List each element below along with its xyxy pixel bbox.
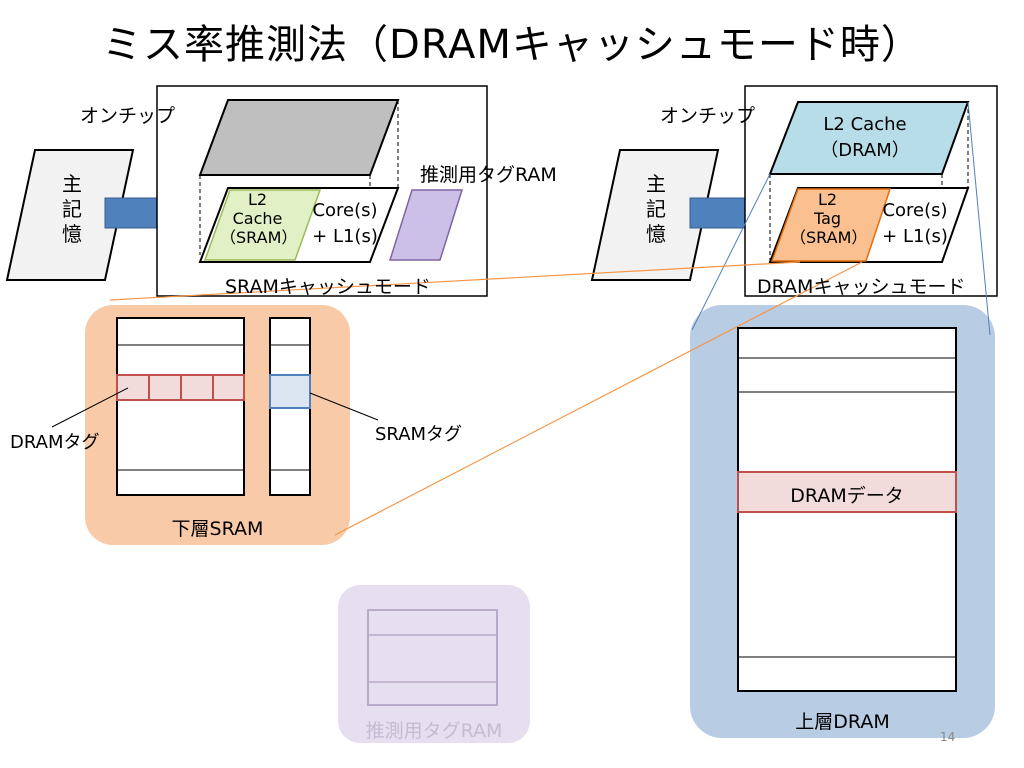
sram-cache-mode-label: SRAMキャッシュモード	[225, 276, 431, 298]
left-l2-cache-line-3: （SRAM）	[220, 228, 298, 247]
upper-dram-caption: 上層DRAM	[795, 711, 890, 733]
left-main-memory-char-2: 記	[62, 197, 82, 221]
lower-sram-caption: 下層SRAM	[171, 518, 264, 540]
left-bus-connector	[104, 197, 158, 229]
sram-tag-label: SRAMタグ	[375, 424, 463, 445]
left-core-label: Core(s) + L1(s)	[305, 198, 385, 250]
dram-data-label: DRAMデータ	[790, 485, 904, 507]
dram-tag-array	[116, 317, 245, 496]
left-top-layer	[198, 99, 400, 176]
dram-cache-mode-label: DRAMキャッシュモード	[757, 276, 966, 298]
right-main-memory-char-3: 憶	[646, 222, 666, 246]
slide-title: ミス率推測法（DRAMキャッシュモード時）	[102, 22, 922, 68]
right-core-line-2: + L1(s)	[882, 226, 948, 247]
right-l2-cache-line-2: （DRAM）	[820, 140, 910, 161]
dram-tag-label: DRAMタグ	[10, 432, 100, 453]
right-l2-tag-line-2: Tag	[813, 209, 842, 228]
faded-tagram-caption: 推測用タグRAM	[365, 720, 503, 742]
right-bus-connector	[689, 197, 746, 229]
right-main-memory-shape	[590, 149, 720, 281]
guess-tag-ram-shape	[388, 189, 464, 261]
left-main-memory-char-1: 主	[62, 172, 82, 196]
dram-data-row	[737, 471, 957, 513]
right-l2-cache-line-1: L2 Cache	[823, 114, 907, 135]
right-main-memory-char-1: 主	[646, 172, 666, 196]
left-l2-cache-sram	[203, 189, 322, 261]
right-l2-tag-label: L2 Tag （SRAM）	[790, 190, 868, 247]
right-l2-cache-dram-label: L2 Cache （DRAM）	[800, 112, 930, 164]
left-main-memory-label: 主 記 憶	[52, 172, 92, 247]
guess-tag-ram-label: 推測用タグRAM	[420, 164, 557, 186]
left-core-line-2: + L1(s)	[312, 226, 378, 247]
faded-tagram-array	[367, 609, 498, 706]
right-on-chip-label: オンチップ	[660, 105, 756, 127]
right-l2-tag-line-3: （SRAM）	[790, 228, 868, 247]
right-main-memory-char-2: 記	[646, 197, 666, 221]
right-l2-tag-line-1: L2	[817, 190, 838, 209]
faded-tagram-panel	[338, 585, 530, 743]
slide-number: 14	[940, 730, 956, 744]
right-l2-tag-sram	[770, 188, 892, 262]
right-core-line-1: Core(s)	[882, 200, 948, 221]
left-core-line-1: Core(s)	[312, 200, 378, 221]
right-core-label: Core(s) + L1(s)	[875, 198, 955, 250]
left-main-memory-shape	[5, 149, 135, 281]
left-main-memory-char-3: 憶	[62, 222, 82, 246]
right-main-memory-label: 主 記 憶	[636, 172, 676, 247]
left-l2-cache-label: L2 Cache （SRAM）	[220, 190, 298, 247]
left-l2-cache-line-1: L2	[247, 190, 268, 209]
dram-tag-row	[116, 374, 245, 401]
left-on-chip-label: オンチップ	[80, 105, 176, 127]
sram-tag-row	[269, 374, 311, 409]
left-l2-cache-line-2: Cache	[232, 209, 283, 228]
